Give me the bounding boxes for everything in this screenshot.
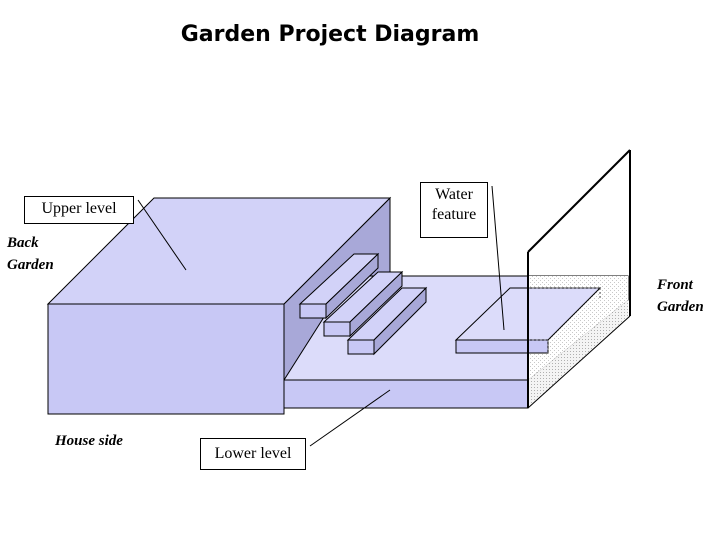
upper-level-label: Upper level	[24, 196, 134, 224]
lower-level-front-face	[281, 379, 529, 409]
water-feature-leader	[491, 185, 505, 331]
water-feature-label: Water feature	[420, 182, 488, 238]
front-garden-line1: Front	[657, 277, 693, 293]
step-lower-front	[347, 339, 375, 355]
lower-level-leader	[309, 389, 391, 447]
front-garden-line2: Garden	[657, 299, 704, 315]
water-feature-text-line2: feature	[431, 206, 477, 223]
front-garden-label: Front Garden	[657, 274, 704, 318]
page-title: Garden Project Diagram	[180, 22, 480, 47]
upper-level-leader	[137, 199, 187, 271]
glass-panel-top-edge	[527, 149, 631, 253]
water-feature-text-line1: Water	[435, 186, 473, 203]
lower-level-label: Lower level	[200, 438, 306, 470]
glass-side-hatch	[528, 300, 628, 408]
back-garden-label: Back Garden	[7, 232, 54, 276]
glass-panel-bottom-edge	[527, 315, 631, 409]
water-feature-front	[455, 339, 549, 354]
back-garden-line1: Back	[7, 235, 39, 251]
lower-level-text: Lower level	[214, 445, 292, 462]
step-lower-side	[373, 286, 427, 356]
house-side-label: House side	[55, 430, 123, 452]
step-upper-side	[325, 252, 379, 320]
step-middle-front	[323, 321, 351, 337]
step-upper-front	[299, 303, 327, 319]
upper-level-front-face	[47, 303, 285, 415]
upper-level-text: Upper level	[41, 200, 117, 217]
house-side-text: House side	[55, 433, 123, 449]
back-garden-line2: Garden	[7, 257, 54, 273]
step-middle-side	[349, 270, 403, 338]
